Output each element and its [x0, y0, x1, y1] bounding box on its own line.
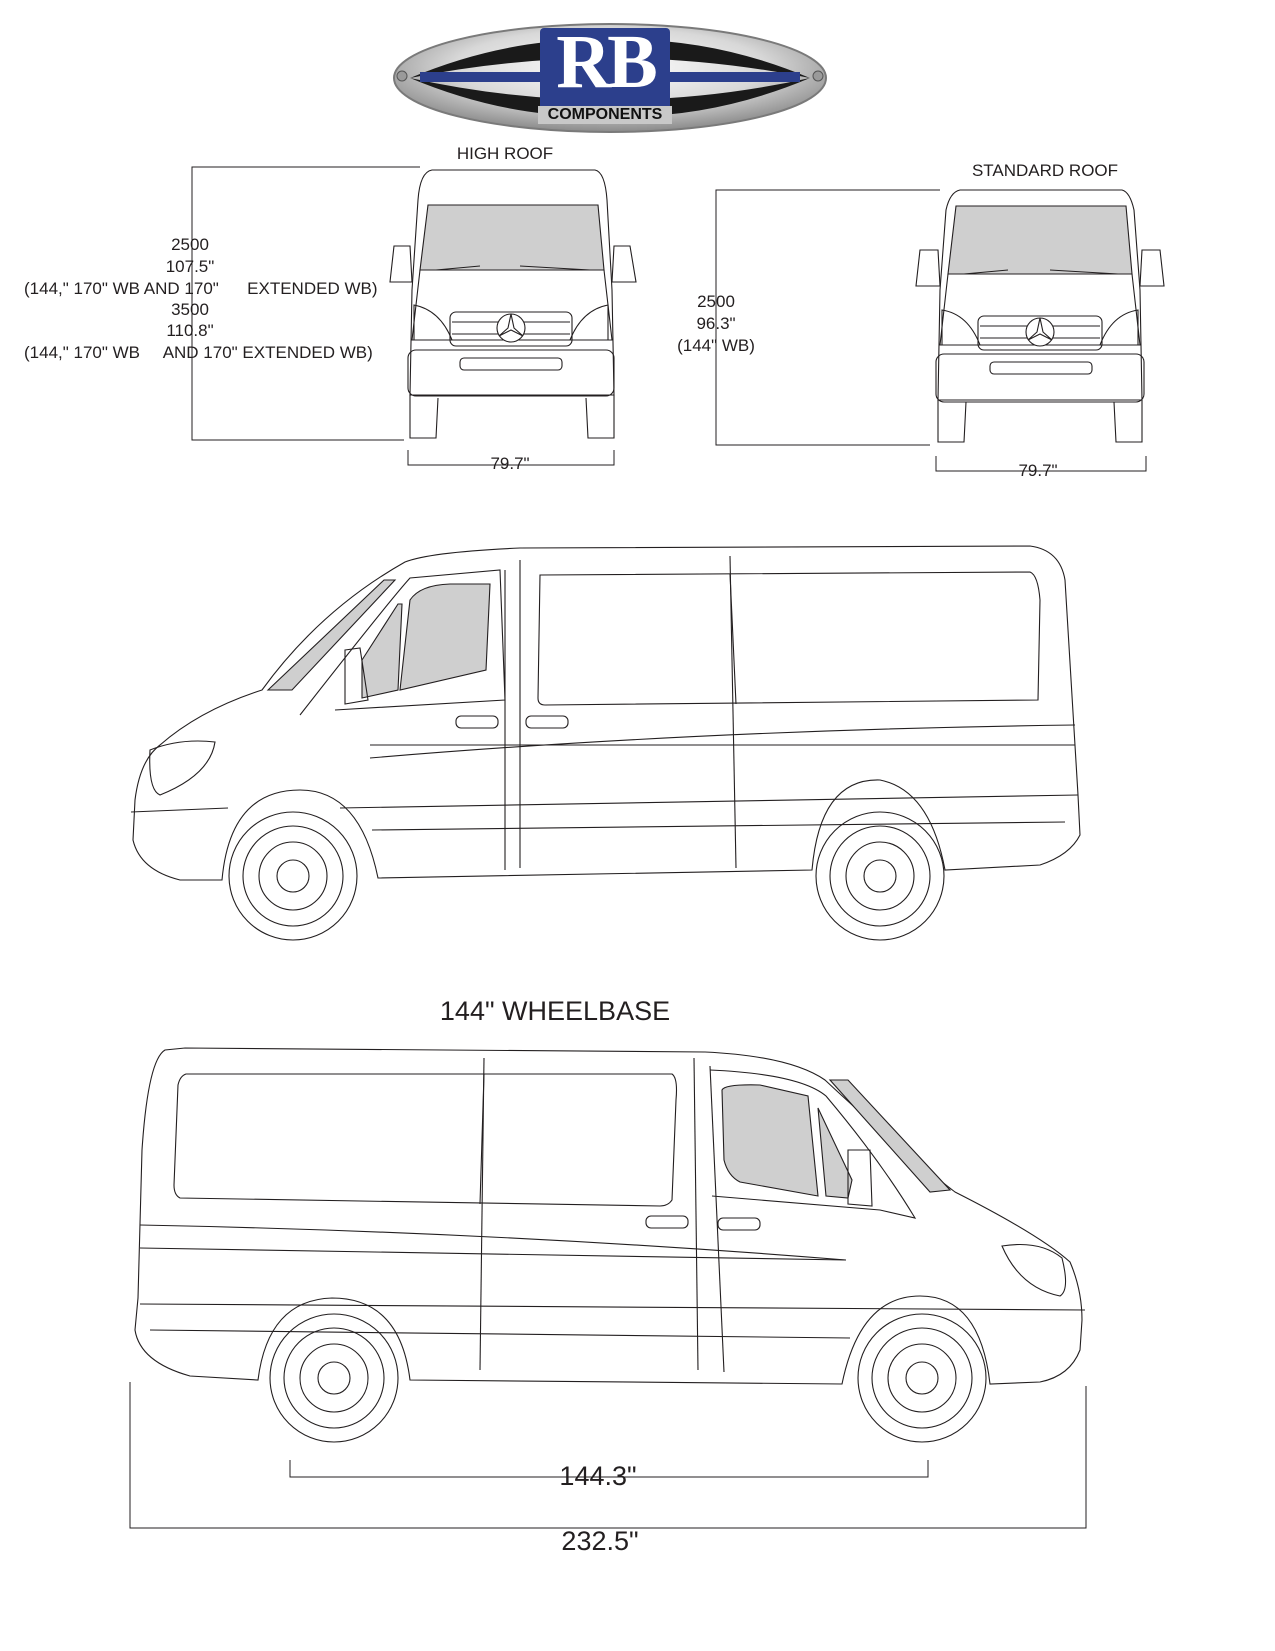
- overall-length-label: 232.5": [550, 1528, 650, 1555]
- logo-wordmark: COMPONENTS: [538, 106, 672, 124]
- rb-components-logo: RB COMPONENTS: [390, 18, 830, 136]
- side-view-right-facing: [134, 1047, 1086, 1443]
- high-roof-height-3500: 110.8": [166, 321, 214, 340]
- high-roof-model-3500: 3500: [171, 300, 209, 319]
- high-roof-height-2500: 107.5": [165, 257, 215, 276]
- high-roof-note-3500: (144," 170" WB AND 170" EXTENDED WB): [24, 343, 373, 362]
- high-roof-width-label: 79.7": [480, 455, 540, 472]
- high-roof-width-bracket: [407, 450, 615, 466]
- wheelbase-caption: 144" WHEELBASE: [439, 996, 671, 1026]
- standard-roof-width-bracket: [935, 456, 1147, 472]
- standard-roof-title: STANDARD ROOF: [971, 161, 1119, 180]
- standard-roof-front-view: [915, 189, 1165, 443]
- high-roof-front-view: [389, 169, 637, 439]
- side-view-left-facing: [130, 545, 1081, 941]
- high-roof-title: HIGH ROOF: [456, 144, 554, 163]
- high-roof-model-2500: 2500: [171, 235, 209, 254]
- wheelbase-dimension-line: [289, 1460, 929, 1478]
- high-roof-height-bracket: [191, 166, 420, 441]
- overall-length-dimension-line: [129, 1382, 1087, 1529]
- logo-mark: RB: [556, 20, 658, 104]
- logo-emblem: [393, 23, 827, 133]
- standard-roof-height-bracket: [715, 189, 940, 446]
- high-roof-note-2500: (144," 170" WB AND 170" EXTENDED WB): [24, 279, 378, 298]
